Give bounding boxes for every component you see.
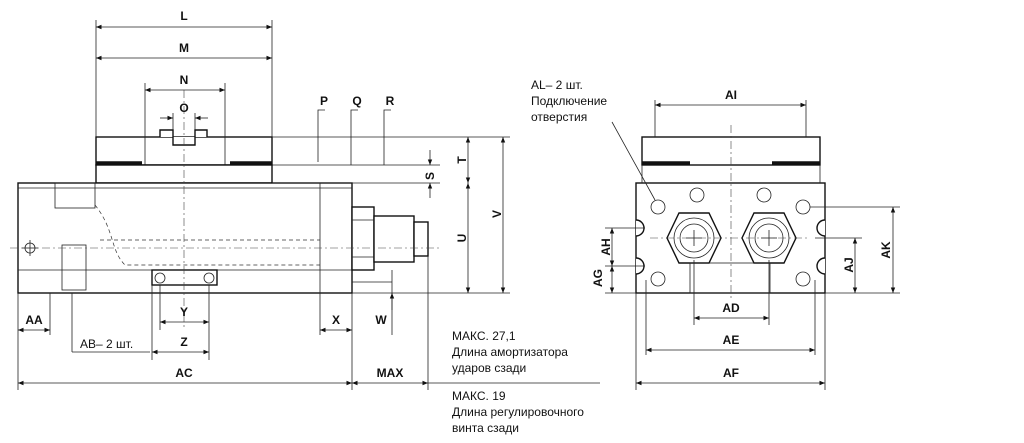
dim-Z: Z — [180, 335, 187, 349]
dim-T: T — [455, 156, 469, 164]
note-max1-line3: ударов сзади — [452, 361, 526, 375]
dim-MAX: MAX — [377, 366, 404, 380]
dim-AI: AI — [725, 88, 737, 102]
note-max2-line2: Длина регулировочного — [452, 405, 584, 419]
note-al-line3: отверстия — [531, 110, 587, 124]
dim-AE: AE — [723, 333, 740, 347]
dim-S: S — [423, 172, 437, 180]
end-view — [635, 125, 826, 300]
dim-X: X — [332, 313, 340, 327]
dim-O: O — [179, 101, 188, 115]
dim-AH: AH — [599, 238, 613, 255]
side-view-dimensions: L M N O P Q R S T U — [17, 9, 600, 390]
dim-AA: AA — [25, 313, 43, 327]
dim-AK: AK — [879, 241, 893, 259]
note-al-line2: Подключение — [531, 94, 607, 108]
dim-Y: Y — [180, 305, 188, 319]
note-max1-line2: Длина амортизатора — [452, 345, 568, 359]
note-max1-line1: МАКС. 27,1 — [452, 329, 516, 343]
side-view — [10, 90, 440, 330]
dim-AC: AC — [175, 366, 193, 380]
dim-R: R — [386, 94, 395, 108]
dim-U: U — [455, 234, 469, 243]
dim-P: P — [320, 94, 328, 108]
note-al-line1: AL– 2 шт. — [531, 78, 583, 92]
note-ab: AB– 2 шт. — [80, 337, 133, 351]
dim-AJ: AJ — [842, 257, 856, 272]
dim-AD: AD — [722, 301, 740, 315]
dim-V: V — [490, 210, 504, 218]
max-notes: МАКС. 27,1 Длина амортизатора ударов сза… — [452, 329, 584, 435]
dim-Q: Q — [352, 94, 361, 108]
dim-AF: AF — [723, 366, 739, 380]
dim-N: N — [180, 73, 189, 87]
note-max2-line1: МАКС. 19 — [452, 389, 506, 403]
dim-W: W — [375, 313, 387, 327]
dim-AG: AG — [591, 269, 605, 287]
note-max2-line3: винта сзади — [452, 421, 519, 435]
dim-M: M — [179, 41, 189, 55]
dim-L: L — [180, 9, 187, 23]
end-view-dimensions: AI AL– 2 шт. Подключение отверстия AH AG… — [531, 78, 900, 390]
